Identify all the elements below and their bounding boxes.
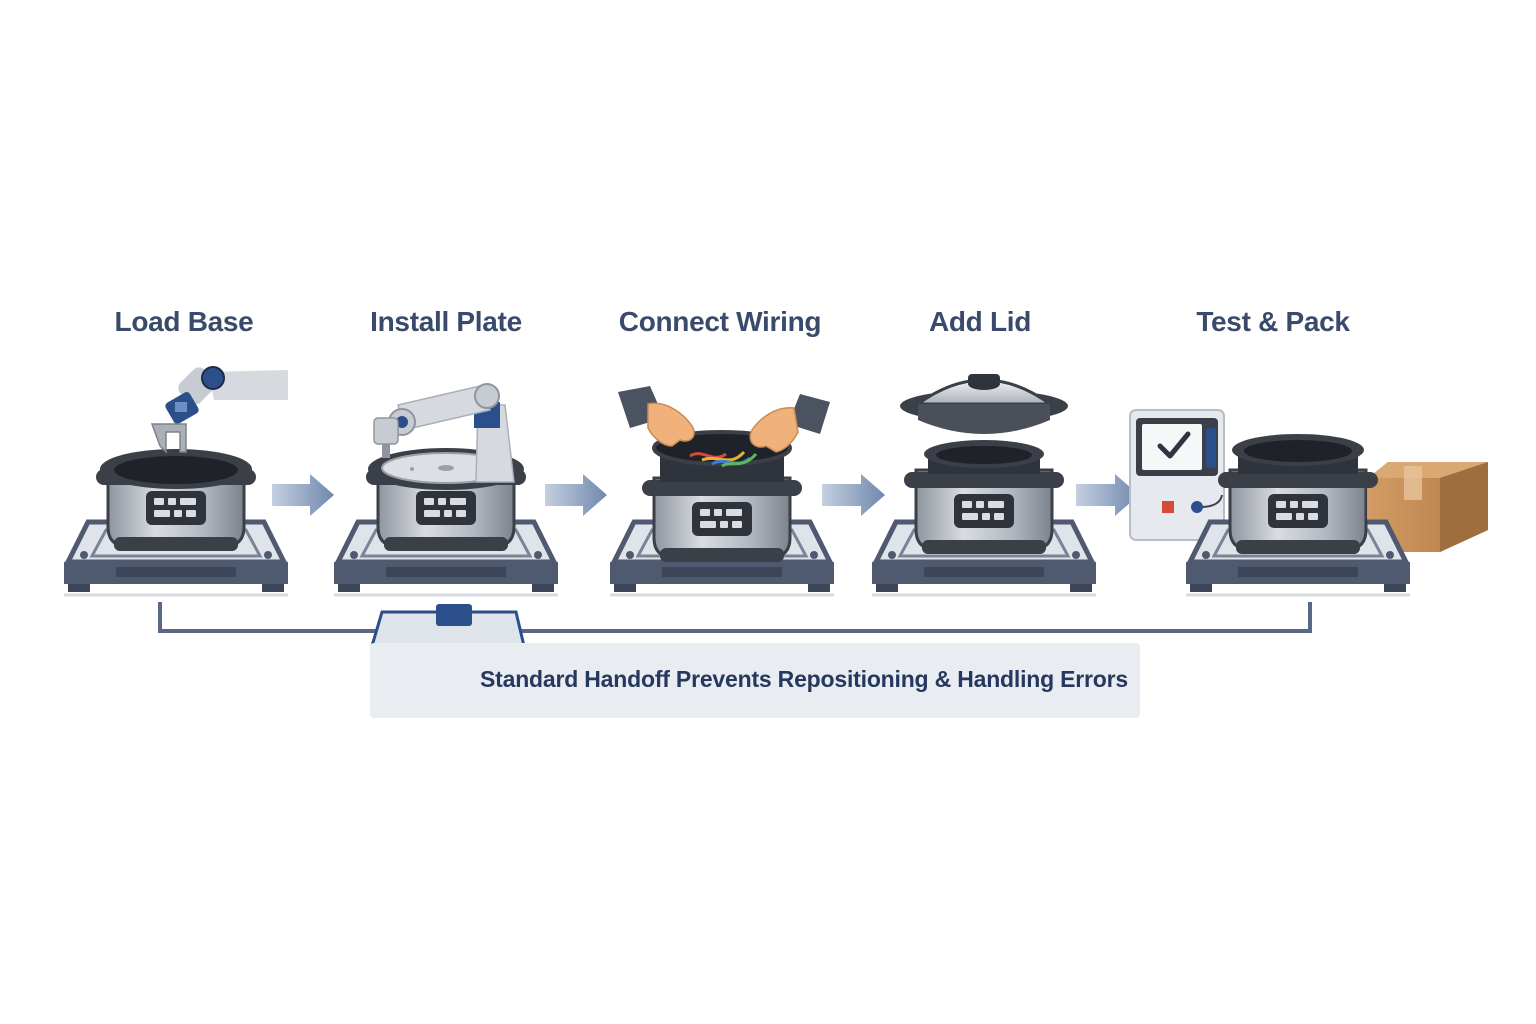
stage-load-base: [64, 366, 288, 595]
arrow-2: [545, 474, 607, 516]
stage-install-plate: [334, 383, 558, 595]
arrow-1: [272, 474, 334, 516]
handoff-banner-text: Standard Handoff Prevents Repositioning …: [480, 666, 1128, 692]
stage-title-add-lid: Add Lid: [928, 306, 1032, 337]
cooker-finished: [1216, 434, 1380, 556]
lid-icon: [900, 374, 1068, 434]
robot-arm-icon: [373, 383, 515, 483]
stage-title-install-plate: Install Plate: [370, 306, 522, 337]
tester-machine-icon: [1129, 409, 1225, 541]
stage-add-lid: [872, 374, 1096, 595]
arrow-3: [822, 474, 885, 516]
stage-title-test-pack: Test & Pack: [1196, 306, 1350, 337]
stage-connect-wiring: [610, 386, 834, 595]
stage-test-pack: [1129, 409, 1488, 595]
arrow-4: [1076, 474, 1139, 516]
handoff-banner: [370, 643, 1140, 718]
cooker-base: [94, 449, 258, 553]
stage-title-load-base: Load Base: [114, 306, 254, 337]
robot-arm-icon: [150, 366, 288, 454]
cooker-inner-pot: [902, 440, 1066, 556]
handoff-connector-line: [158, 602, 1312, 633]
hands-icon: [618, 386, 830, 453]
stage-title-connect-wiring: Connect Wiring: [618, 306, 822, 337]
shipping-box-icon: [1368, 462, 1488, 552]
